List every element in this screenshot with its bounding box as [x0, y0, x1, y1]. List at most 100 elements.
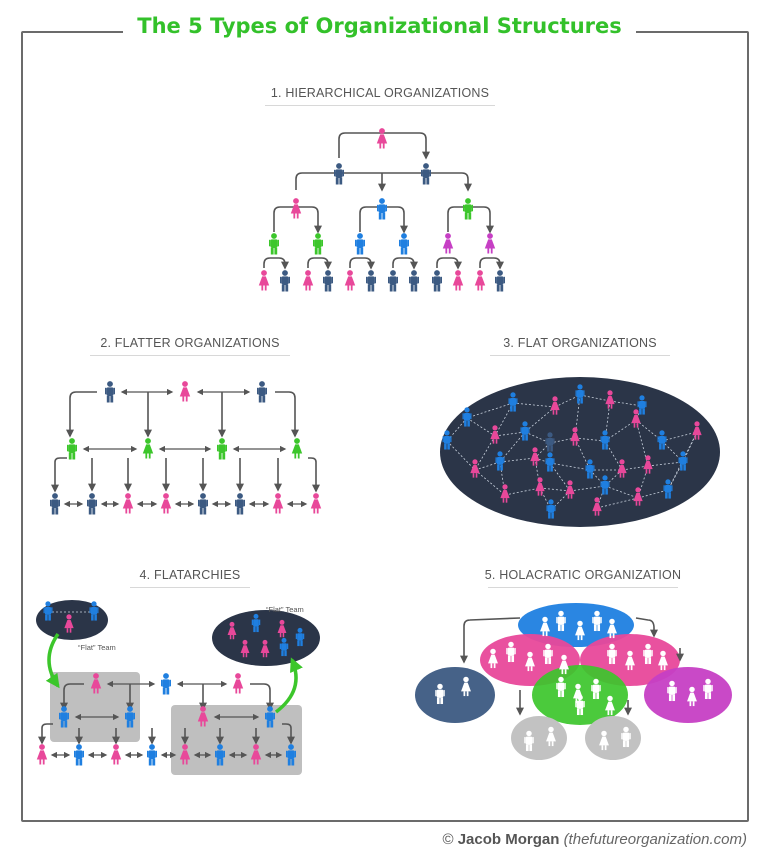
person-leg: [605, 443, 608, 450]
green-curve-arrow-left: [45, 633, 60, 689]
person-leg: [492, 439, 495, 444]
person-leg: [612, 657, 616, 665]
person-head: [689, 686, 695, 693]
person-head: [510, 392, 516, 398]
person-arm: [59, 712, 61, 720]
person-head: [607, 390, 613, 396]
person-head: [107, 381, 113, 387]
person-leg: [548, 512, 551, 519]
person-arm: [583, 701, 585, 708]
person-torso: [88, 499, 96, 508]
person-woman-icon: [565, 480, 575, 499]
person-torso: [281, 643, 287, 651]
person-arm: [675, 687, 677, 694]
person-head: [229, 621, 235, 627]
person-man-icon: [585, 459, 595, 479]
person-arm: [89, 607, 91, 614]
person-leg: [232, 634, 235, 640]
person-leg: [433, 285, 437, 292]
person-arm: [113, 387, 115, 395]
person-arm: [657, 436, 659, 443]
person-dress: [36, 750, 48, 760]
person-leg: [659, 443, 662, 450]
person-head: [537, 477, 543, 483]
person-leg: [92, 508, 96, 515]
person-dress: [550, 401, 560, 411]
person-man-icon: [421, 163, 431, 185]
person-leg: [535, 461, 538, 466]
person-woman-icon: [687, 686, 697, 707]
person-leg: [529, 744, 533, 752]
person-head: [411, 270, 417, 276]
person-head: [552, 396, 558, 402]
person-woman-icon: [160, 493, 172, 514]
person-man-icon: [257, 381, 267, 403]
flat-network-link: [499, 431, 526, 463]
person-leg: [567, 494, 570, 499]
person-arm: [334, 169, 336, 177]
person-man-icon: [678, 451, 688, 471]
person-leg: [128, 508, 131, 514]
person-head: [434, 270, 440, 276]
person-arm: [280, 276, 282, 284]
person-leg: [622, 473, 625, 478]
bracket-connector: [263, 257, 289, 270]
person-leg: [436, 697, 440, 705]
person-leg: [414, 285, 418, 292]
person-leg: [106, 396, 110, 403]
person-leg: [400, 248, 404, 255]
person-man-icon: [543, 643, 553, 665]
person-leg: [270, 248, 274, 255]
person-arm: [321, 239, 323, 247]
person-dress: [260, 645, 270, 653]
section-title-flat: 3. FLAT ORGANIZATIONS: [450, 336, 710, 356]
person-dress: [540, 622, 550, 632]
person-head: [281, 637, 287, 643]
person-leg: [644, 657, 648, 665]
person-leg: [316, 508, 319, 514]
person-head: [542, 616, 548, 623]
person-leg: [422, 178, 426, 185]
person-dress: [546, 732, 556, 742]
person-dress: [625, 656, 635, 666]
person-leg: [525, 744, 529, 752]
person-arm: [198, 499, 200, 507]
person-leg: [626, 740, 630, 748]
person-leg: [328, 285, 332, 292]
flat-network-link: [621, 465, 649, 471]
person-head: [619, 459, 625, 465]
flatarchy-gray-box-right: [171, 705, 302, 775]
person-woman-icon: [546, 726, 556, 747]
person-leg: [125, 508, 128, 514]
person-torso: [638, 400, 646, 409]
flat-network-link: [574, 437, 591, 471]
person-man-icon: [556, 610, 566, 632]
person-arm: [43, 607, 45, 614]
person-torso: [704, 684, 712, 693]
person-head: [639, 395, 645, 401]
person-leg: [253, 759, 256, 765]
person-torso: [644, 649, 652, 658]
person-dress: [559, 660, 569, 670]
person-arm: [516, 398, 518, 405]
flat-network-link: [554, 394, 581, 408]
person-head: [527, 651, 533, 658]
person-man-icon: [323, 270, 333, 292]
person-leg: [350, 285, 353, 291]
person-leg: [60, 721, 64, 728]
person-leg: [555, 410, 558, 415]
person-arm: [503, 276, 505, 284]
person-arm: [295, 633, 298, 640]
person-man-icon: [463, 198, 473, 220]
person-arm: [506, 648, 508, 655]
person-dress: [525, 657, 535, 667]
person-arm: [546, 505, 548, 512]
person-woman-icon: [110, 744, 122, 765]
person-leg: [378, 213, 382, 220]
person-head: [325, 270, 331, 276]
person-leg: [557, 690, 561, 698]
person-dress: [605, 701, 615, 711]
person-arm: [50, 499, 52, 507]
person-head: [423, 163, 429, 169]
person-arm: [125, 712, 127, 720]
